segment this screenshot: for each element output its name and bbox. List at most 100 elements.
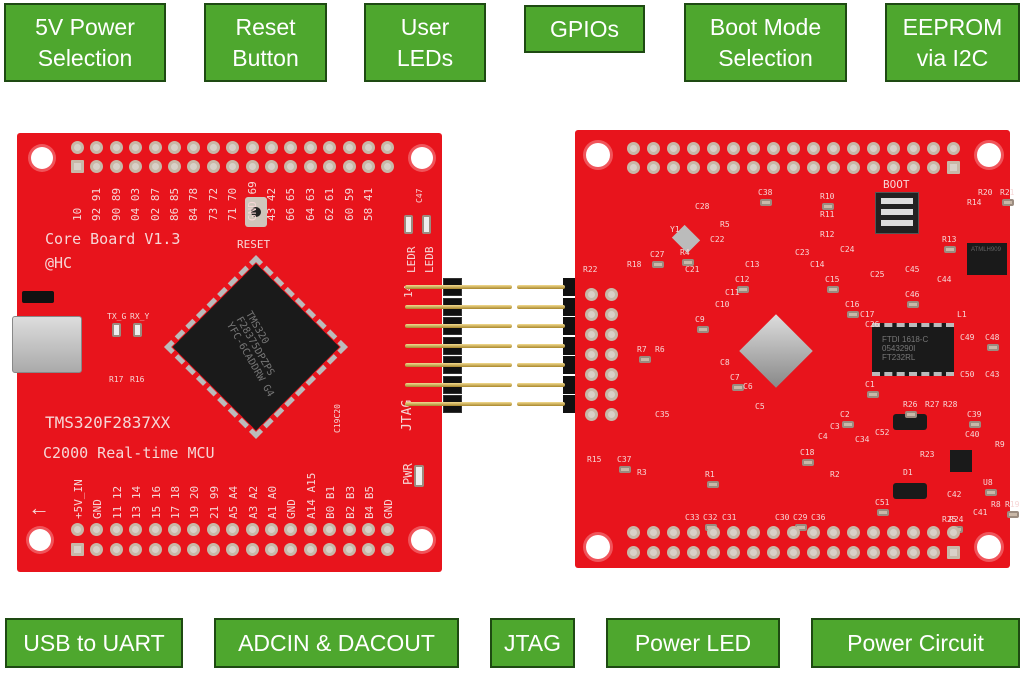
header-pad — [627, 142, 640, 155]
component-label: C23 — [795, 248, 810, 257]
power-jumper[interactable] — [22, 291, 54, 303]
header-pad — [707, 161, 720, 174]
smd-component — [802, 459, 814, 466]
header-pad — [168, 543, 181, 556]
header-pad — [907, 142, 920, 155]
component-label: C18 — [800, 448, 815, 457]
thermal-pad — [739, 314, 813, 388]
mount-hole — [411, 529, 433, 551]
top-pin-label: 60 59 — [342, 187, 356, 221]
header-pad — [947, 142, 960, 155]
bottom-pin-label: GND — [382, 499, 396, 519]
mount-hole — [29, 529, 51, 551]
header-pad — [187, 523, 201, 536]
component-label: C49 — [960, 333, 975, 342]
header-pad — [585, 328, 598, 341]
component-label: C17 — [860, 310, 875, 319]
header-pad — [687, 526, 700, 539]
component-label: R13 — [942, 235, 957, 244]
header-pad — [362, 160, 375, 173]
header-pad — [323, 543, 337, 556]
mount-hole — [977, 535, 1001, 559]
header-pad — [907, 546, 920, 559]
header-pad — [647, 546, 660, 559]
header-pad — [226, 141, 240, 154]
header-pad — [129, 523, 143, 536]
callout-text: Power Circuit — [847, 629, 984, 656]
jtag-female-header[interactable] — [563, 336, 575, 355]
top-pin-label: GND 69 — [245, 181, 259, 221]
smd-component — [707, 481, 719, 488]
header-pad — [847, 161, 860, 174]
header-pad — [585, 368, 598, 381]
component-label: C43 — [985, 370, 1000, 379]
header-pad — [265, 160, 278, 173]
header-pad — [687, 546, 700, 559]
callout-power-led: Power LED — [606, 618, 780, 668]
header-pad — [585, 348, 598, 361]
component-label: R12 — [820, 230, 835, 239]
bottom-pin-label: GND — [91, 499, 105, 519]
smd-component — [822, 203, 834, 210]
component-label: R27 — [925, 400, 940, 409]
boot-label: BOOT — [883, 178, 910, 191]
header-pad — [362, 543, 375, 556]
smd-component — [842, 421, 854, 428]
c19c20-label: C19C20 — [333, 404, 342, 433]
jtag-female-header[interactable] — [563, 278, 575, 296]
header-pad — [605, 308, 618, 321]
jtag-female-header[interactable] — [563, 297, 575, 316]
jtag-female-header[interactable] — [563, 375, 575, 394]
component-label: R1 — [705, 470, 715, 479]
usb-connector[interactable] — [12, 316, 82, 373]
mount-hole — [31, 147, 53, 169]
header-pad — [323, 523, 337, 536]
jtag-female-header[interactable] — [563, 317, 575, 335]
component-label: R9 — [995, 440, 1005, 449]
component-label: R8 — [991, 500, 1001, 509]
reset-label: RESET — [237, 238, 271, 251]
header-pad — [323, 160, 337, 173]
jtag-female-header[interactable] — [563, 356, 575, 374]
smd-component — [639, 356, 651, 363]
header-pad — [323, 141, 337, 154]
component-label: C1 — [865, 380, 875, 389]
power-led — [414, 465, 424, 487]
header-pad — [148, 523, 162, 536]
smd-component — [697, 326, 709, 333]
header-pad — [245, 160, 259, 173]
callout-text: 5V Power Selection — [35, 13, 135, 71]
component-label: R10 — [820, 192, 835, 201]
header-pin — [405, 324, 512, 328]
component-label: C22 — [710, 235, 725, 244]
boot-dip-switch[interactable] — [875, 192, 919, 234]
header-pad — [168, 160, 181, 173]
led-r-label: LEDR — [405, 246, 418, 274]
callout-text: Boot Mode Selection — [709, 13, 822, 71]
header-pad — [168, 523, 181, 536]
board-part: TMS320F2837XX — [45, 413, 171, 432]
smd-component — [969, 421, 981, 428]
bottom-pin-label: 19 20 — [188, 485, 202, 519]
component-label: C27 — [650, 250, 665, 259]
component-label: C2 — [840, 410, 850, 419]
header-pad — [947, 526, 960, 539]
component-label: C44 — [937, 275, 952, 284]
top-pin-label: 64 63 — [303, 187, 317, 221]
header-pad — [71, 160, 84, 173]
header-pad — [747, 142, 760, 155]
component-label: C45 — [905, 265, 920, 274]
component-label: C39 — [967, 410, 982, 419]
reset-button[interactable] — [245, 197, 267, 227]
jtag-female-header[interactable] — [563, 395, 575, 413]
header-pin — [405, 285, 512, 289]
top-pin-label: 66 65 — [284, 187, 298, 221]
header-pad — [707, 526, 720, 539]
header-pad — [585, 288, 598, 301]
component-label: Y1 — [670, 225, 680, 234]
header-pad — [707, 142, 720, 155]
component-label: C36 — [811, 513, 826, 522]
smd-component — [987, 344, 999, 351]
header-pad — [381, 160, 395, 173]
header-pad — [342, 160, 356, 173]
